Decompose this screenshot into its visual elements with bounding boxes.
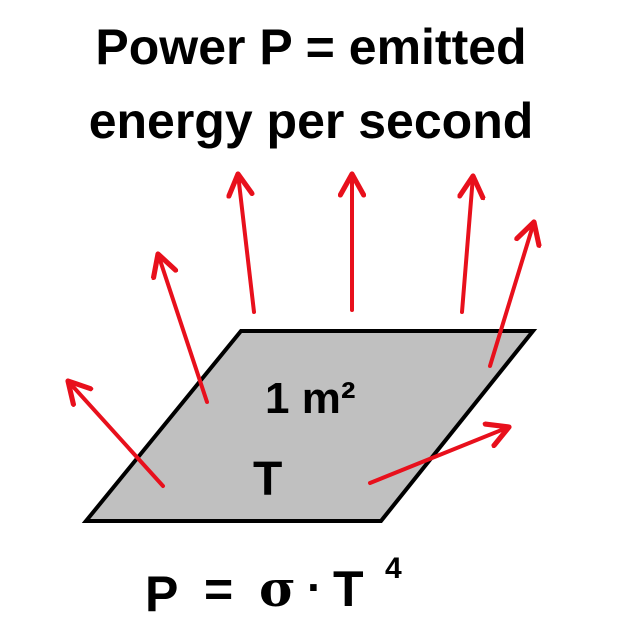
formula-sigma: σ [259,559,296,618]
formula-p: P [145,566,178,622]
radiating-plate [81,329,538,523]
formula-t: T [333,561,364,617]
formula-equals: = [204,561,233,617]
temperature-label: T [253,453,282,506]
stefan-boltzmann-formula: P = σ · T 4 [145,552,402,622]
title-line-1: Power P = emitted [95,19,526,75]
formula-dot: · [307,561,322,613]
emission-arrow [368,427,509,485]
area-label: 1 m² [265,374,355,423]
emission-arrows [68,174,534,488]
formula-exponent: 4 [385,552,402,585]
emission-arrow [238,174,256,314]
emission-arrow [68,381,165,488]
emission-arrow [462,176,473,314]
emission-arrow [488,222,534,368]
emission-arrow [158,254,209,404]
title-line-2: energy per second [89,93,534,149]
